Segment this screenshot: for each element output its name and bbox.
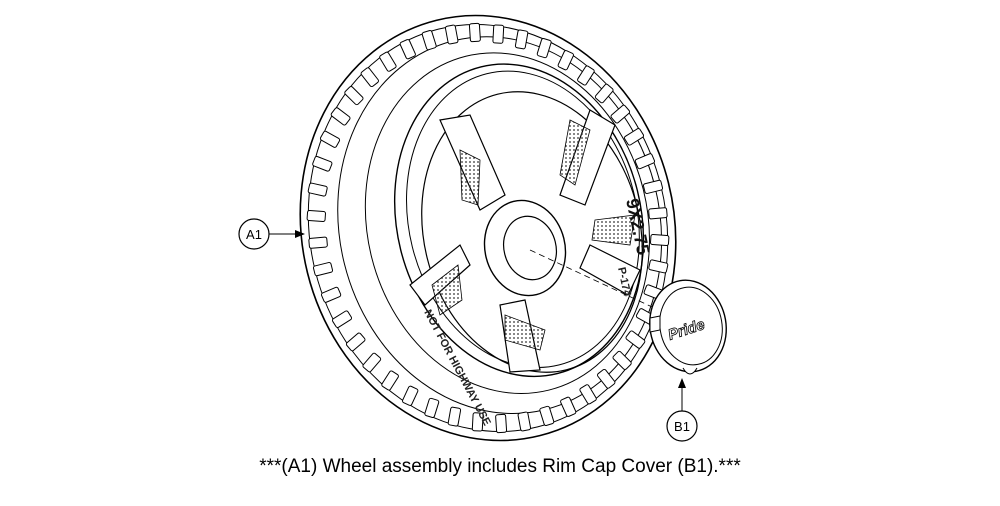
tread-block bbox=[320, 286, 342, 303]
tread-block bbox=[539, 405, 555, 426]
alignment-line bbox=[529, 249, 681, 321]
tread-block bbox=[577, 65, 595, 86]
tread-block bbox=[650, 234, 670, 246]
tread-block bbox=[560, 396, 577, 417]
tread-block bbox=[648, 207, 668, 220]
tread-block bbox=[625, 330, 646, 349]
tread-block bbox=[597, 368, 616, 389]
tread-block bbox=[421, 30, 437, 51]
tread-block bbox=[319, 130, 341, 148]
tread-block bbox=[308, 236, 328, 249]
tire-tread bbox=[306, 22, 670, 434]
tread-block bbox=[495, 413, 508, 434]
tread-block bbox=[557, 50, 574, 71]
tread-block bbox=[634, 153, 656, 170]
tread-block bbox=[517, 411, 532, 432]
callout-b1: B1 bbox=[666, 378, 698, 442]
tread-block bbox=[468, 22, 481, 43]
tread-block bbox=[579, 384, 597, 405]
tread-block bbox=[345, 332, 366, 352]
rim-cap-cover: Pride bbox=[649, 279, 727, 375]
callout-b1-label: B1 bbox=[674, 419, 690, 434]
tread-block bbox=[648, 259, 669, 274]
tread-block bbox=[471, 412, 484, 432]
tread-block bbox=[612, 350, 632, 370]
tread-block bbox=[312, 155, 333, 172]
callout-a1: A1 bbox=[238, 218, 305, 250]
assembly-note-caption: ***(A1) Wheel assembly includes Rim Cap … bbox=[259, 456, 741, 477]
tread-block bbox=[306, 210, 326, 222]
tread-block bbox=[610, 104, 631, 124]
tread-block bbox=[623, 128, 645, 146]
tread-block bbox=[536, 38, 552, 59]
tread-block bbox=[594, 83, 614, 104]
tread-block bbox=[444, 24, 459, 45]
tread-block bbox=[331, 310, 353, 328]
tread-block bbox=[402, 385, 419, 406]
tread-block bbox=[360, 67, 379, 88]
tread-block bbox=[307, 182, 328, 197]
callout-a1-label: A1 bbox=[246, 227, 262, 242]
tread-block bbox=[514, 29, 529, 50]
tread-block bbox=[399, 39, 416, 60]
tread-block bbox=[379, 51, 397, 72]
tread-block bbox=[362, 352, 382, 373]
tread-block bbox=[381, 370, 399, 391]
tread-block bbox=[424, 397, 440, 418]
wheel-rim bbox=[409, 91, 643, 373]
tread-block bbox=[312, 261, 334, 277]
tread-block bbox=[330, 107, 351, 126]
tread-block bbox=[344, 86, 364, 106]
tread-block bbox=[447, 406, 462, 427]
tread-block bbox=[642, 179, 664, 195]
tread-block bbox=[492, 24, 505, 44]
